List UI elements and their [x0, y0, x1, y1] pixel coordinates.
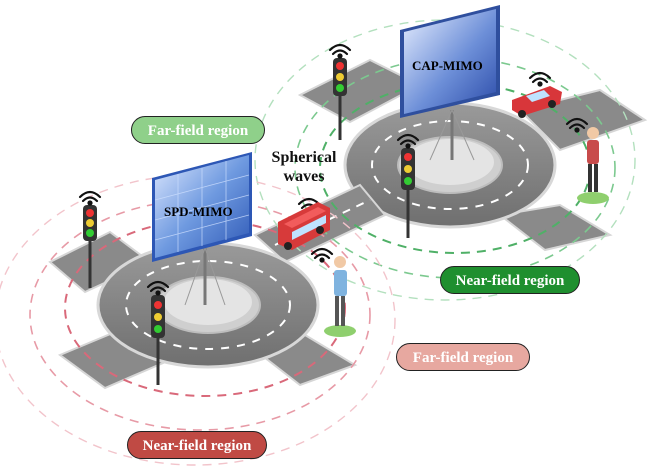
wifi-signal-icon [528, 71, 552, 87]
traffic-light-icon [333, 58, 347, 140]
traffic-light-icon [401, 148, 415, 238]
car-icon [512, 86, 562, 118]
right-roundabout-lane [371, 120, 529, 210]
cap-mimo-label: CAP-MIMO [412, 58, 483, 73]
spherical-waves-line2: waves [283, 168, 325, 185]
left-roundabout-lane [125, 260, 291, 350]
wifi-signal-icon [565, 117, 589, 133]
bus-icon [278, 202, 330, 250]
near-field-region-red-badge: Near-field region [127, 431, 267, 459]
wifi-signal-icon [146, 280, 170, 296]
traffic-light-icon [83, 205, 97, 288]
spd-mimo-billboard [152, 152, 252, 306]
wifi-signal-icon [310, 247, 334, 263]
far-field-region-green-badge: Far-field region [131, 116, 265, 144]
spd-mimo-label: SPD-MIMO [164, 204, 233, 219]
wifi-signal-icon [78, 190, 102, 206]
wifi-signal-icon [328, 43, 352, 59]
traffic-light-icon [151, 295, 165, 385]
cap-mimo-billboard [400, 5, 500, 161]
pedestrian-icon [324, 256, 356, 337]
near-field-region-green-badge: Near-field region [440, 266, 580, 294]
spherical-waves-line1: Spherical [271, 149, 337, 166]
spherical-waves-label: Spherical waves [262, 148, 346, 186]
pedestrian-icon [577, 127, 609, 204]
green-far-field-ring [254, 19, 636, 301]
wifi-signal-icon [396, 133, 420, 149]
far-field-region-pink-badge: Far-field region [396, 343, 530, 371]
